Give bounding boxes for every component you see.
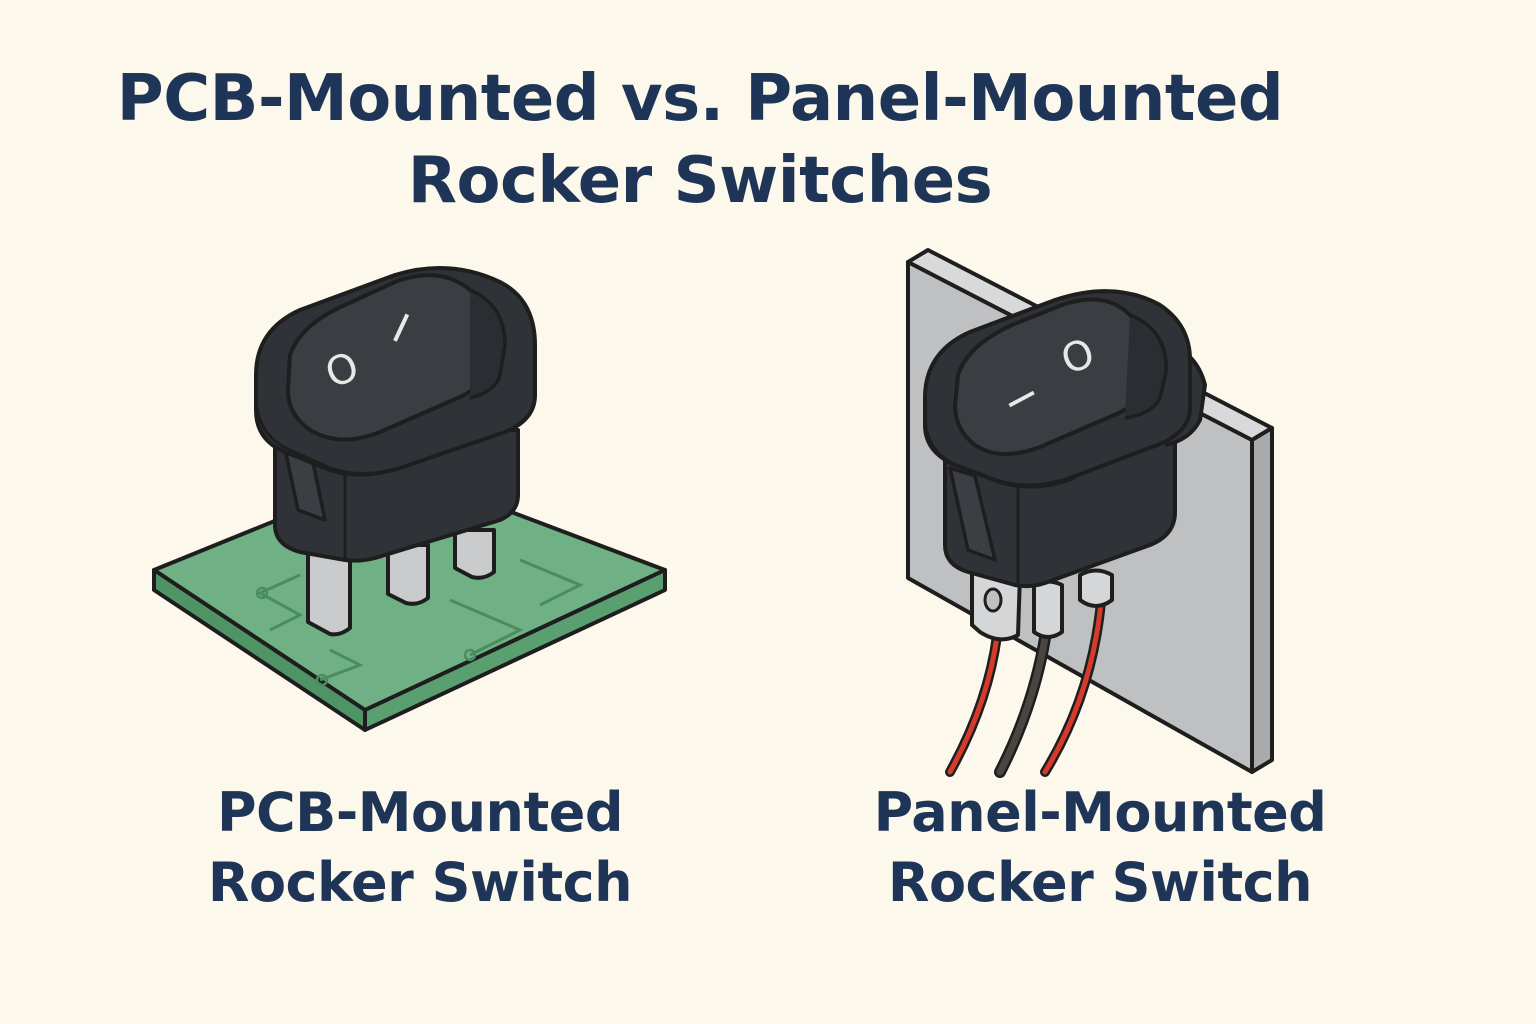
pcb-caption-line-1: PCB-Mounted [216,781,624,844]
pcb-caption: PCB-Mounted Rocker Switch [160,778,680,918]
title-line-1: PCB-Mounted vs. Panel-Mounted [116,62,1284,136]
pcb-caption-line-2: Rocker Switch [207,851,633,914]
panel-switch-body [923,289,1208,589]
panel-switch-illustration: O I [906,248,1274,778]
panel-caption-line-1: Panel-Mounted [873,781,1327,844]
pcb-switch-illustration: O I [152,266,667,732]
pcb-switch-body [254,266,537,563]
page-title: PCB-Mounted vs. Panel-Mounted Rocker Swi… [0,58,1400,222]
title-line-2: Rocker Switches [407,144,993,218]
panel-caption: Panel-Mounted Rocker Switch [840,778,1360,918]
wires [945,585,1107,778]
panel-terminals [970,563,1114,642]
pcb-pins [306,528,496,637]
panel-caption-line-2: Rocker Switch [887,851,1313,914]
